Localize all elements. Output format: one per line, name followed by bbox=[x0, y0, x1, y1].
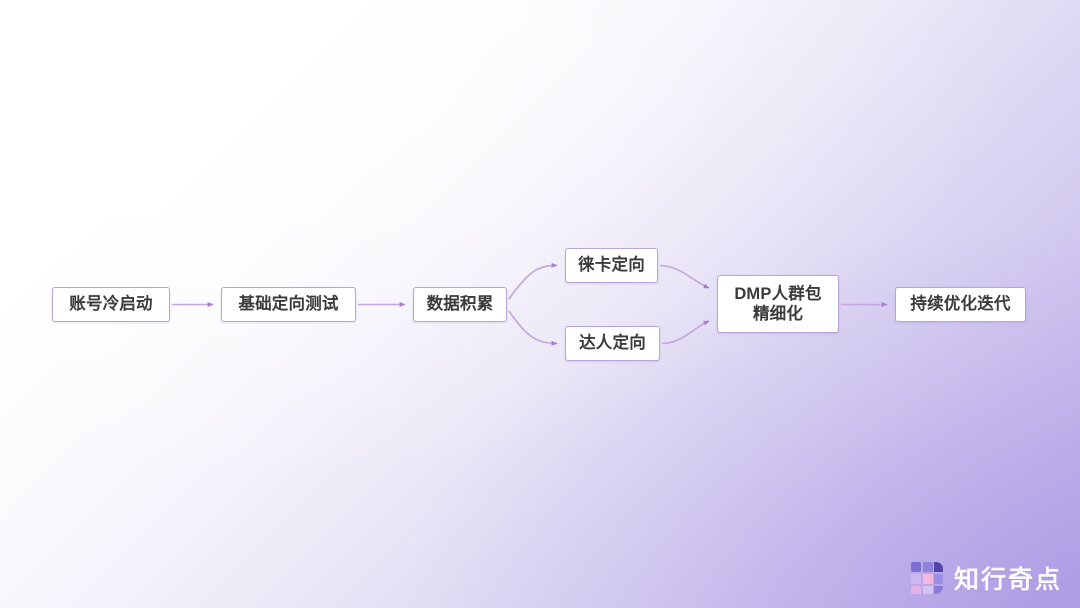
edge-n4-n6 bbox=[659, 264, 710, 289]
node-dmp-audience-refinement[interactable]: DMP人群包 精细化 bbox=[717, 275, 839, 333]
edge-n3-n5 bbox=[508, 310, 558, 346]
brand-watermark: 知行奇点 bbox=[910, 560, 1062, 596]
pixel-grid-logo-icon bbox=[910, 561, 944, 595]
brand-name-text: 知行奇点 bbox=[953, 566, 1062, 594]
node-account-cold-start[interactable]: 账号冷启动 bbox=[52, 287, 170, 322]
node-influencer-targeting[interactable]: 达人定向 bbox=[565, 326, 660, 361]
node-leica-targeting[interactable]: 徕卡定向 bbox=[565, 248, 658, 283]
edge-n5-n6 bbox=[661, 320, 710, 345]
node-basic-targeting-test[interactable]: 基础定向测试 bbox=[221, 287, 356, 322]
node-data-accumulation[interactable]: 数据积累 bbox=[413, 287, 507, 322]
edge-n3-n4 bbox=[508, 262, 558, 300]
node-continuous-optimization[interactable]: 持续优化迭代 bbox=[895, 287, 1026, 322]
